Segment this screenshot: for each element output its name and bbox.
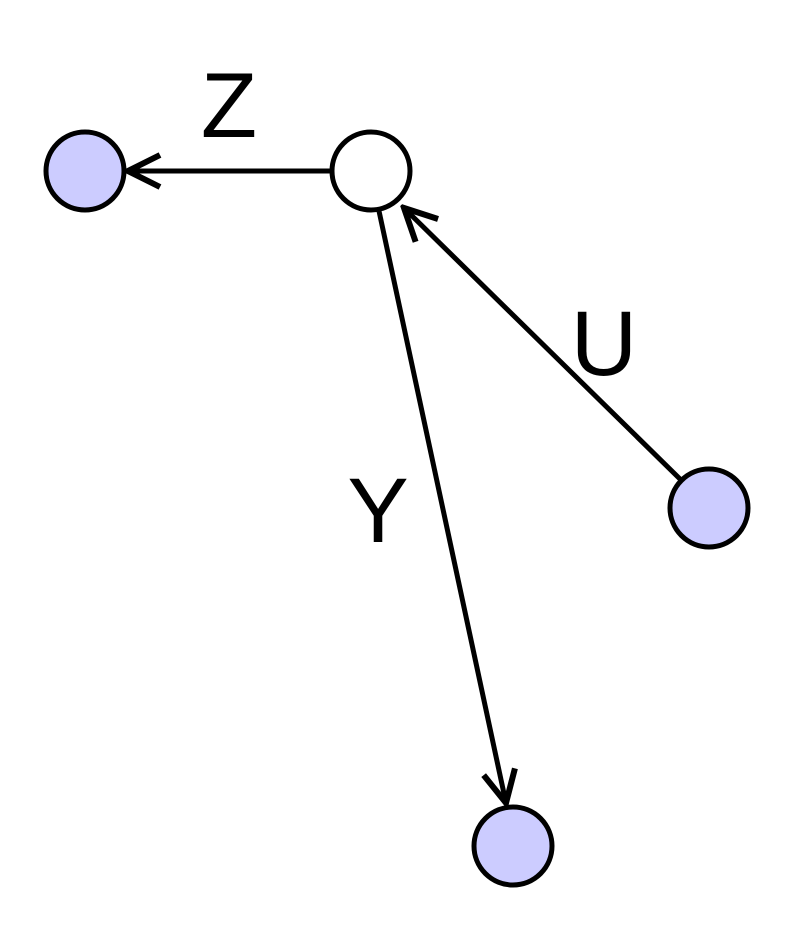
edge-labels: Z U Y	[201, 55, 637, 562]
edge-label-z: Z	[201, 55, 257, 157]
edges	[128, 171, 682, 803]
edge-label-y: Y	[347, 460, 408, 562]
node-center	[329, 129, 413, 213]
node-right	[667, 466, 751, 550]
edge-y-arrow	[376, 210, 506, 803]
node-bottom	[471, 804, 555, 888]
nodes	[43, 129, 751, 888]
edge-label-u: U	[571, 293, 637, 395]
edge-u-arrow	[404, 208, 682, 481]
node-left	[43, 129, 127, 213]
